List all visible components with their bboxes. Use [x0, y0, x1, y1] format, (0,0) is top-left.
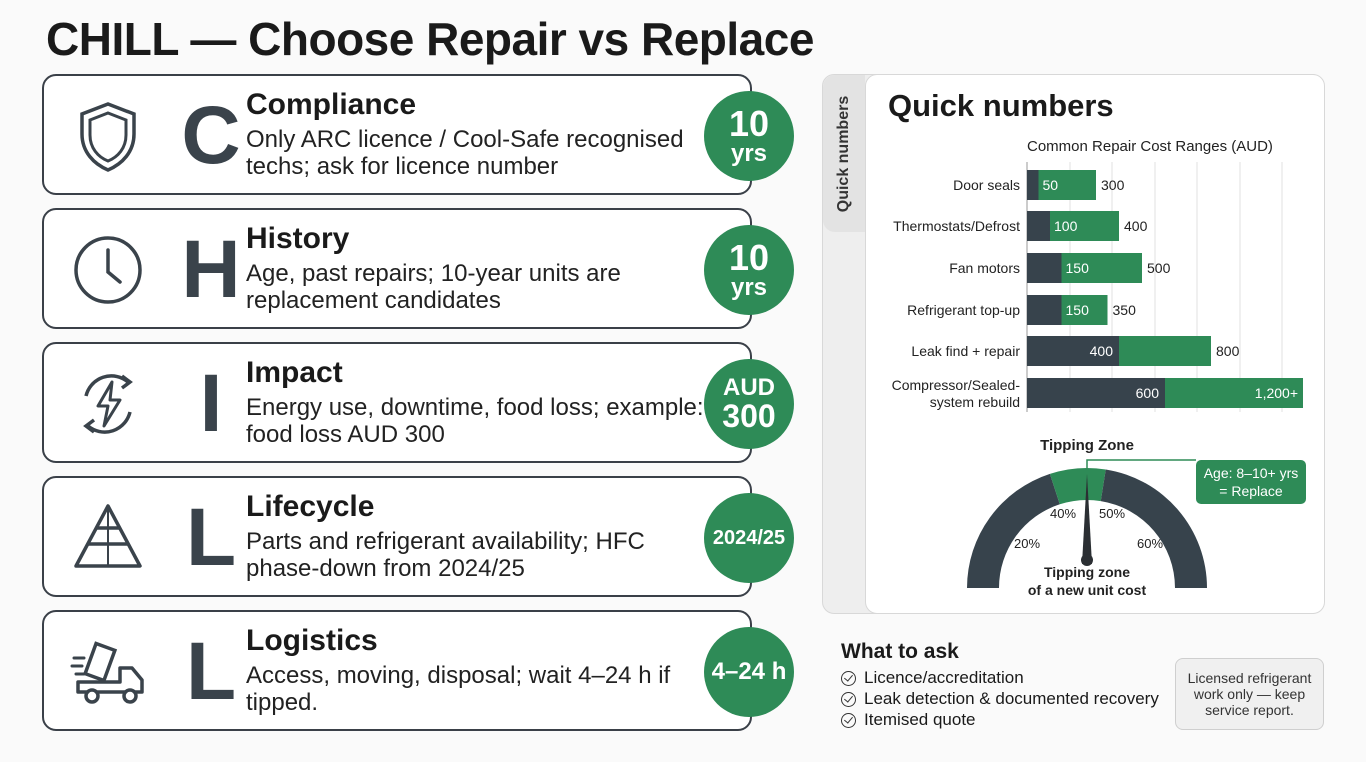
quick-numbers-content	[865, 74, 1325, 614]
ask-item: Itemised quote	[841, 710, 976, 730]
card-badge: 10 yrs	[704, 91, 794, 181]
card-badge: 2024/25	[704, 493, 794, 583]
badge-value: 300	[722, 398, 776, 434]
card-description: Age, past repairs; 10-year units are rep…	[246, 260, 621, 314]
quick-numbers-tab-label: Quick numbers	[835, 95, 852, 212]
check-icon	[841, 670, 856, 686]
quick-numbers-panel: Quick numbers	[822, 74, 1325, 614]
ask-item-label: Itemised quote	[864, 710, 976, 729]
shield-icon	[80, 102, 136, 172]
badge-unit: AUD	[723, 374, 775, 401]
badge-unit: yrs	[730, 140, 768, 167]
card-heading: Lifecycle	[246, 490, 375, 523]
card-letter: H	[181, 224, 241, 315]
card-description: Access, moving, disposal; wait 4–24 h if…	[246, 662, 671, 716]
card-badge: 10 yrs	[704, 225, 794, 315]
ask-item-label: Licence/accreditation	[864, 668, 1024, 687]
card-lifecycle: L Lifecycle Parts and refrigerant availa…	[42, 476, 794, 597]
badge-value: 4–24 h	[711, 658, 787, 685]
card-description: Only ARC licence / Cool-Safe recognised …	[246, 126, 684, 180]
truck-icon	[70, 641, 144, 704]
badge-value: 10	[728, 103, 770, 144]
ask-item: Leak detection & documented recovery	[841, 689, 1159, 709]
card-description: Energy use, downtime, food loss; example…	[246, 394, 704, 448]
pyramid-icon	[74, 504, 142, 568]
clock-icon	[74, 236, 142, 304]
ask-item: Licence/accreditation	[841, 668, 1024, 688]
card-heading: Impact	[246, 356, 343, 389]
card-impact: I Impact Energy use, downtime, food loss…	[42, 342, 794, 463]
check-icon	[841, 712, 856, 728]
quick-numbers-tab[interactable]: Quick numbers	[823, 75, 865, 232]
badge-unit: yrs	[730, 274, 768, 301]
card-letter: L	[185, 626, 237, 717]
card-logistics: L Logistics Access, moving, disposal; wa…	[42, 610, 794, 731]
card-description: Parts and refrigerant availability; HFC …	[246, 528, 645, 582]
card-badge: AUD 300	[704, 359, 794, 449]
ask-item-label: Leak detection & documented recovery	[864, 689, 1159, 708]
card-heading: History	[246, 222, 350, 255]
card-letter: I	[199, 358, 223, 449]
chart-title: Common Repair Cost Ranges (AUD)	[1027, 138, 1273, 155]
card-heading: Logistics	[246, 624, 378, 657]
card-letter: L	[185, 492, 237, 583]
energy-icon	[83, 374, 133, 434]
card-badge: 4–24 h	[704, 627, 794, 717]
badge-value: 10	[728, 237, 770, 278]
card-compliance: C Compliance Only ARC licence / Cool-Saf…	[42, 74, 794, 195]
card-history: H History Age, past repairs; 10-year uni…	[42, 208, 794, 329]
licensed-note: Licensed refrigerant work only — keep se…	[1175, 658, 1324, 730]
quick-numbers-title: Quick numbers	[888, 88, 1114, 123]
check-icon	[841, 691, 856, 707]
card-heading: Compliance	[246, 88, 417, 121]
what-to-ask-title: What to ask	[841, 640, 959, 663]
card-letter: C	[181, 90, 241, 181]
page-title: CHILL — Choose Repair vs Replace	[46, 13, 814, 65]
badge-value: 2024/25	[712, 527, 786, 549]
